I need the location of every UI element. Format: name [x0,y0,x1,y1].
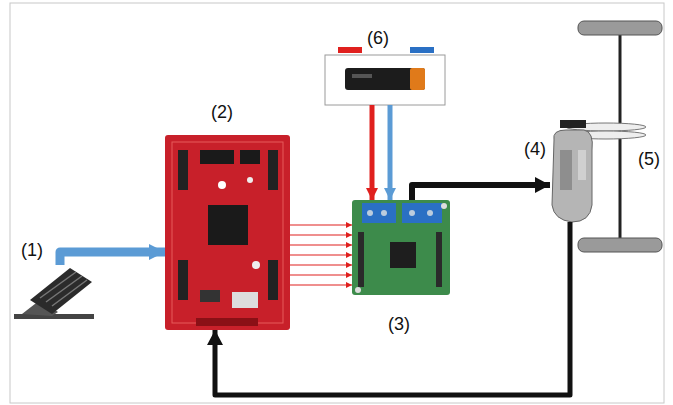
pedal-illustration [14,268,94,319]
callout-number: (5) [638,150,660,168]
callout-number: (2) [211,103,233,121]
wire-line [412,185,550,200]
wire-line [290,254,352,255]
wire-line [60,252,165,265]
frame [10,3,664,403]
connector-arrow [412,185,550,200]
component: (1) [15,265,95,323]
component: (5) [576,20,664,254]
wire-line [290,274,352,275]
component: (2) [165,135,290,330]
wire-line [370,105,375,200]
callout-number: (3) [388,315,410,333]
connector-arrow [390,105,391,200]
wire-line [388,105,393,200]
callout-number: (1) [21,241,43,259]
component: (3) [352,200,450,295]
power-supply [325,47,445,105]
wire-line [290,244,352,245]
wire-line [290,224,352,225]
connector-arrow [372,105,373,200]
connector-arrow [215,222,570,395]
component: (6) [325,55,445,105]
wire-line [290,234,352,235]
motor-illustration [552,120,592,222]
connector-arrow [60,252,165,265]
driver-board [352,200,450,295]
connector-arrow [290,225,352,285]
wire-line [215,222,570,395]
controller-board [165,135,290,330]
component: (4) [550,120,594,222]
wire-line [290,264,352,265]
callout-number: (4) [524,140,546,158]
callout-number: (6) [367,29,389,47]
wire-line [290,284,352,285]
